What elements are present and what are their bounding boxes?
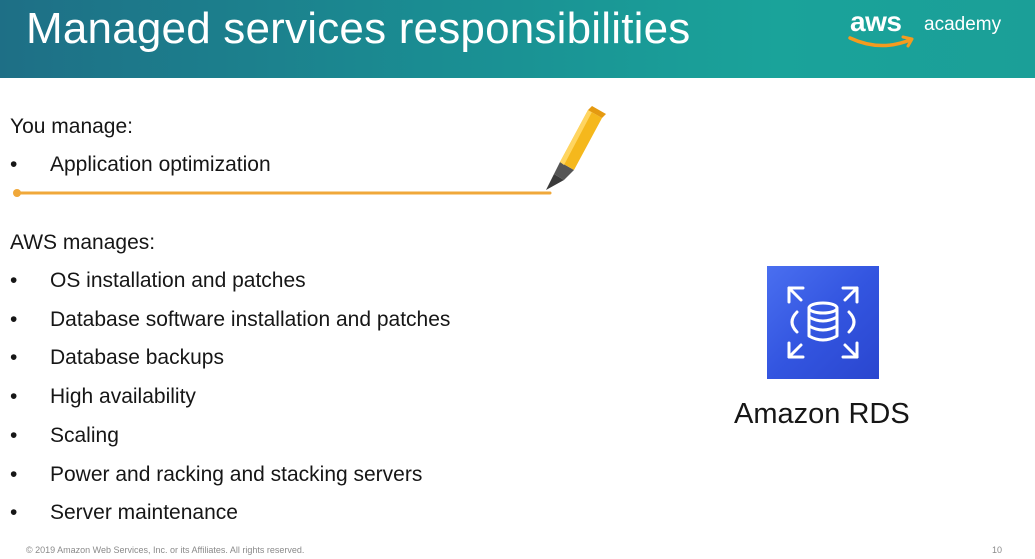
highlighter-marker-icon bbox=[546, 106, 606, 190]
list-item-text: High availability bbox=[50, 385, 196, 408]
list-item-text: Database backups bbox=[50, 346, 224, 369]
aws-manages-heading: AWS manages: bbox=[10, 231, 156, 254]
bullet-icon: • bbox=[10, 269, 18, 292]
highlight-underline bbox=[13, 189, 552, 197]
aws-academy-logo: aws academy bbox=[848, 6, 1018, 56]
list-item-text: Application optimization bbox=[50, 153, 271, 176]
bullet-icon: • bbox=[10, 308, 18, 331]
amazon-rds-label: Amazon RDS bbox=[734, 398, 910, 430]
bullet-icon: • bbox=[10, 153, 18, 176]
copyright-text: © 2019 Amazon Web Services, Inc. or its … bbox=[26, 545, 305, 555]
academy-logo-text: academy bbox=[924, 14, 1002, 35]
list-item-text: Database software installation and patch… bbox=[50, 308, 451, 331]
bullet-icon: • bbox=[10, 424, 18, 447]
rds-database-icon bbox=[787, 286, 859, 359]
list-item-text: Scaling bbox=[50, 424, 119, 447]
bullet-icon: • bbox=[10, 346, 18, 369]
list-item-text: OS installation and patches bbox=[50, 269, 306, 292]
bullet-icon: • bbox=[10, 385, 18, 408]
page-number: 10 bbox=[992, 545, 1003, 555]
list-item-text: Power and racking and stacking servers bbox=[50, 463, 423, 486]
slide-header: Managed services responsibilities aws ac… bbox=[0, 0, 1035, 78]
you-manage-heading: You manage: bbox=[10, 115, 133, 138]
slide-title: Managed services responsibilities bbox=[26, 4, 691, 53]
bullet-icon: • bbox=[10, 501, 18, 524]
bullet-icon: • bbox=[10, 463, 18, 486]
aws-smile-icon bbox=[848, 35, 914, 48]
list-item-text: Server maintenance bbox=[50, 501, 238, 524]
aws-logo-text: aws bbox=[850, 6, 902, 37]
amazon-rds-icon bbox=[767, 266, 879, 379]
